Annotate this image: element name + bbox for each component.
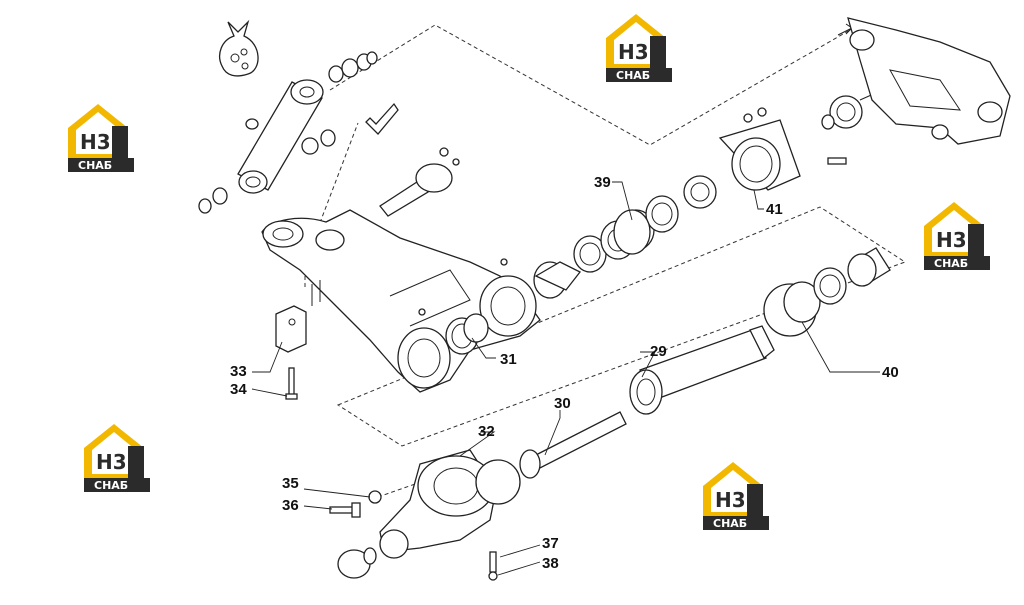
leader-lines bbox=[251, 181, 880, 576]
washer-35 bbox=[368, 490, 382, 504]
king-pin bbox=[379, 147, 460, 217]
bushings-40 bbox=[763, 247, 891, 337]
bolt-34 bbox=[285, 367, 298, 400]
logo-wordmark: СНАБ bbox=[934, 257, 968, 270]
callout-35: 35 bbox=[282, 475, 299, 492]
seal-ring-39 bbox=[613, 209, 651, 255]
center-bushings bbox=[533, 195, 679, 299]
swing-arm-housing bbox=[261, 209, 541, 393]
loader-frame bbox=[821, 17, 1011, 145]
logo-mark-text: H3 bbox=[80, 130, 111, 154]
grease-fitting-37 bbox=[488, 551, 498, 581]
logo-mark-text: H3 bbox=[96, 450, 127, 474]
logo-wordmark: СНАБ bbox=[616, 69, 650, 82]
bolt-36 bbox=[329, 502, 361, 518]
callout-41: 41 bbox=[766, 201, 783, 218]
callout-32: 32 bbox=[478, 423, 495, 440]
callout-33: 33 bbox=[230, 363, 247, 380]
logo-wordmark: СНАБ bbox=[713, 517, 747, 530]
hub-cone-41 bbox=[718, 107, 847, 191]
callout-29: 29 bbox=[650, 343, 667, 360]
callout-39: 39 bbox=[594, 174, 611, 191]
callout-30: 30 bbox=[554, 395, 571, 412]
logo-wordmark: СНАБ bbox=[78, 159, 112, 172]
watermark-logo-3: H3 СНАБ bbox=[924, 202, 990, 270]
logo-wordmark: СНАБ bbox=[94, 479, 128, 492]
hardware-bag-icon bbox=[219, 19, 259, 77]
callout-40: 40 bbox=[882, 364, 899, 381]
callout-34: 34 bbox=[230, 381, 247, 398]
callout-38: 38 bbox=[542, 555, 559, 572]
hydraulic-cylinder bbox=[237, 79, 324, 194]
logo-mark-text: H3 bbox=[936, 228, 967, 252]
callout-37: 37 bbox=[542, 535, 559, 552]
callout-36: 36 bbox=[282, 497, 299, 514]
logo-mark-text: H3 bbox=[618, 40, 649, 64]
bearing-31 bbox=[445, 313, 489, 355]
watermark-logo-1: H3 СНАБ bbox=[68, 104, 134, 172]
callout-31: 31 bbox=[500, 351, 517, 368]
wheel-hub-32 bbox=[379, 449, 521, 559]
callout-labels: 29 30 31 32 33 34 35 36 37 38 39 40 41 bbox=[230, 174, 899, 572]
drive-shaft-29 bbox=[629, 325, 775, 415]
drive-shaft-30 bbox=[519, 411, 627, 479]
cylinder-seal-rings bbox=[198, 51, 378, 214]
cap bbox=[337, 547, 377, 579]
grease-fitting-elbow bbox=[365, 102, 399, 135]
dashed-outline-lower bbox=[336, 206, 907, 447]
dashed-outline-upper bbox=[329, 24, 851, 146]
watermark-logo-2: H3 СНАБ bbox=[606, 14, 672, 82]
lock-nut bbox=[683, 175, 717, 209]
watermark-logo-5: H3 СНАБ bbox=[703, 462, 769, 530]
bracket-33 bbox=[275, 305, 307, 353]
watermark-logo-4: H3 СНАБ bbox=[84, 424, 150, 492]
logo-mark-text: H3 bbox=[715, 488, 746, 512]
